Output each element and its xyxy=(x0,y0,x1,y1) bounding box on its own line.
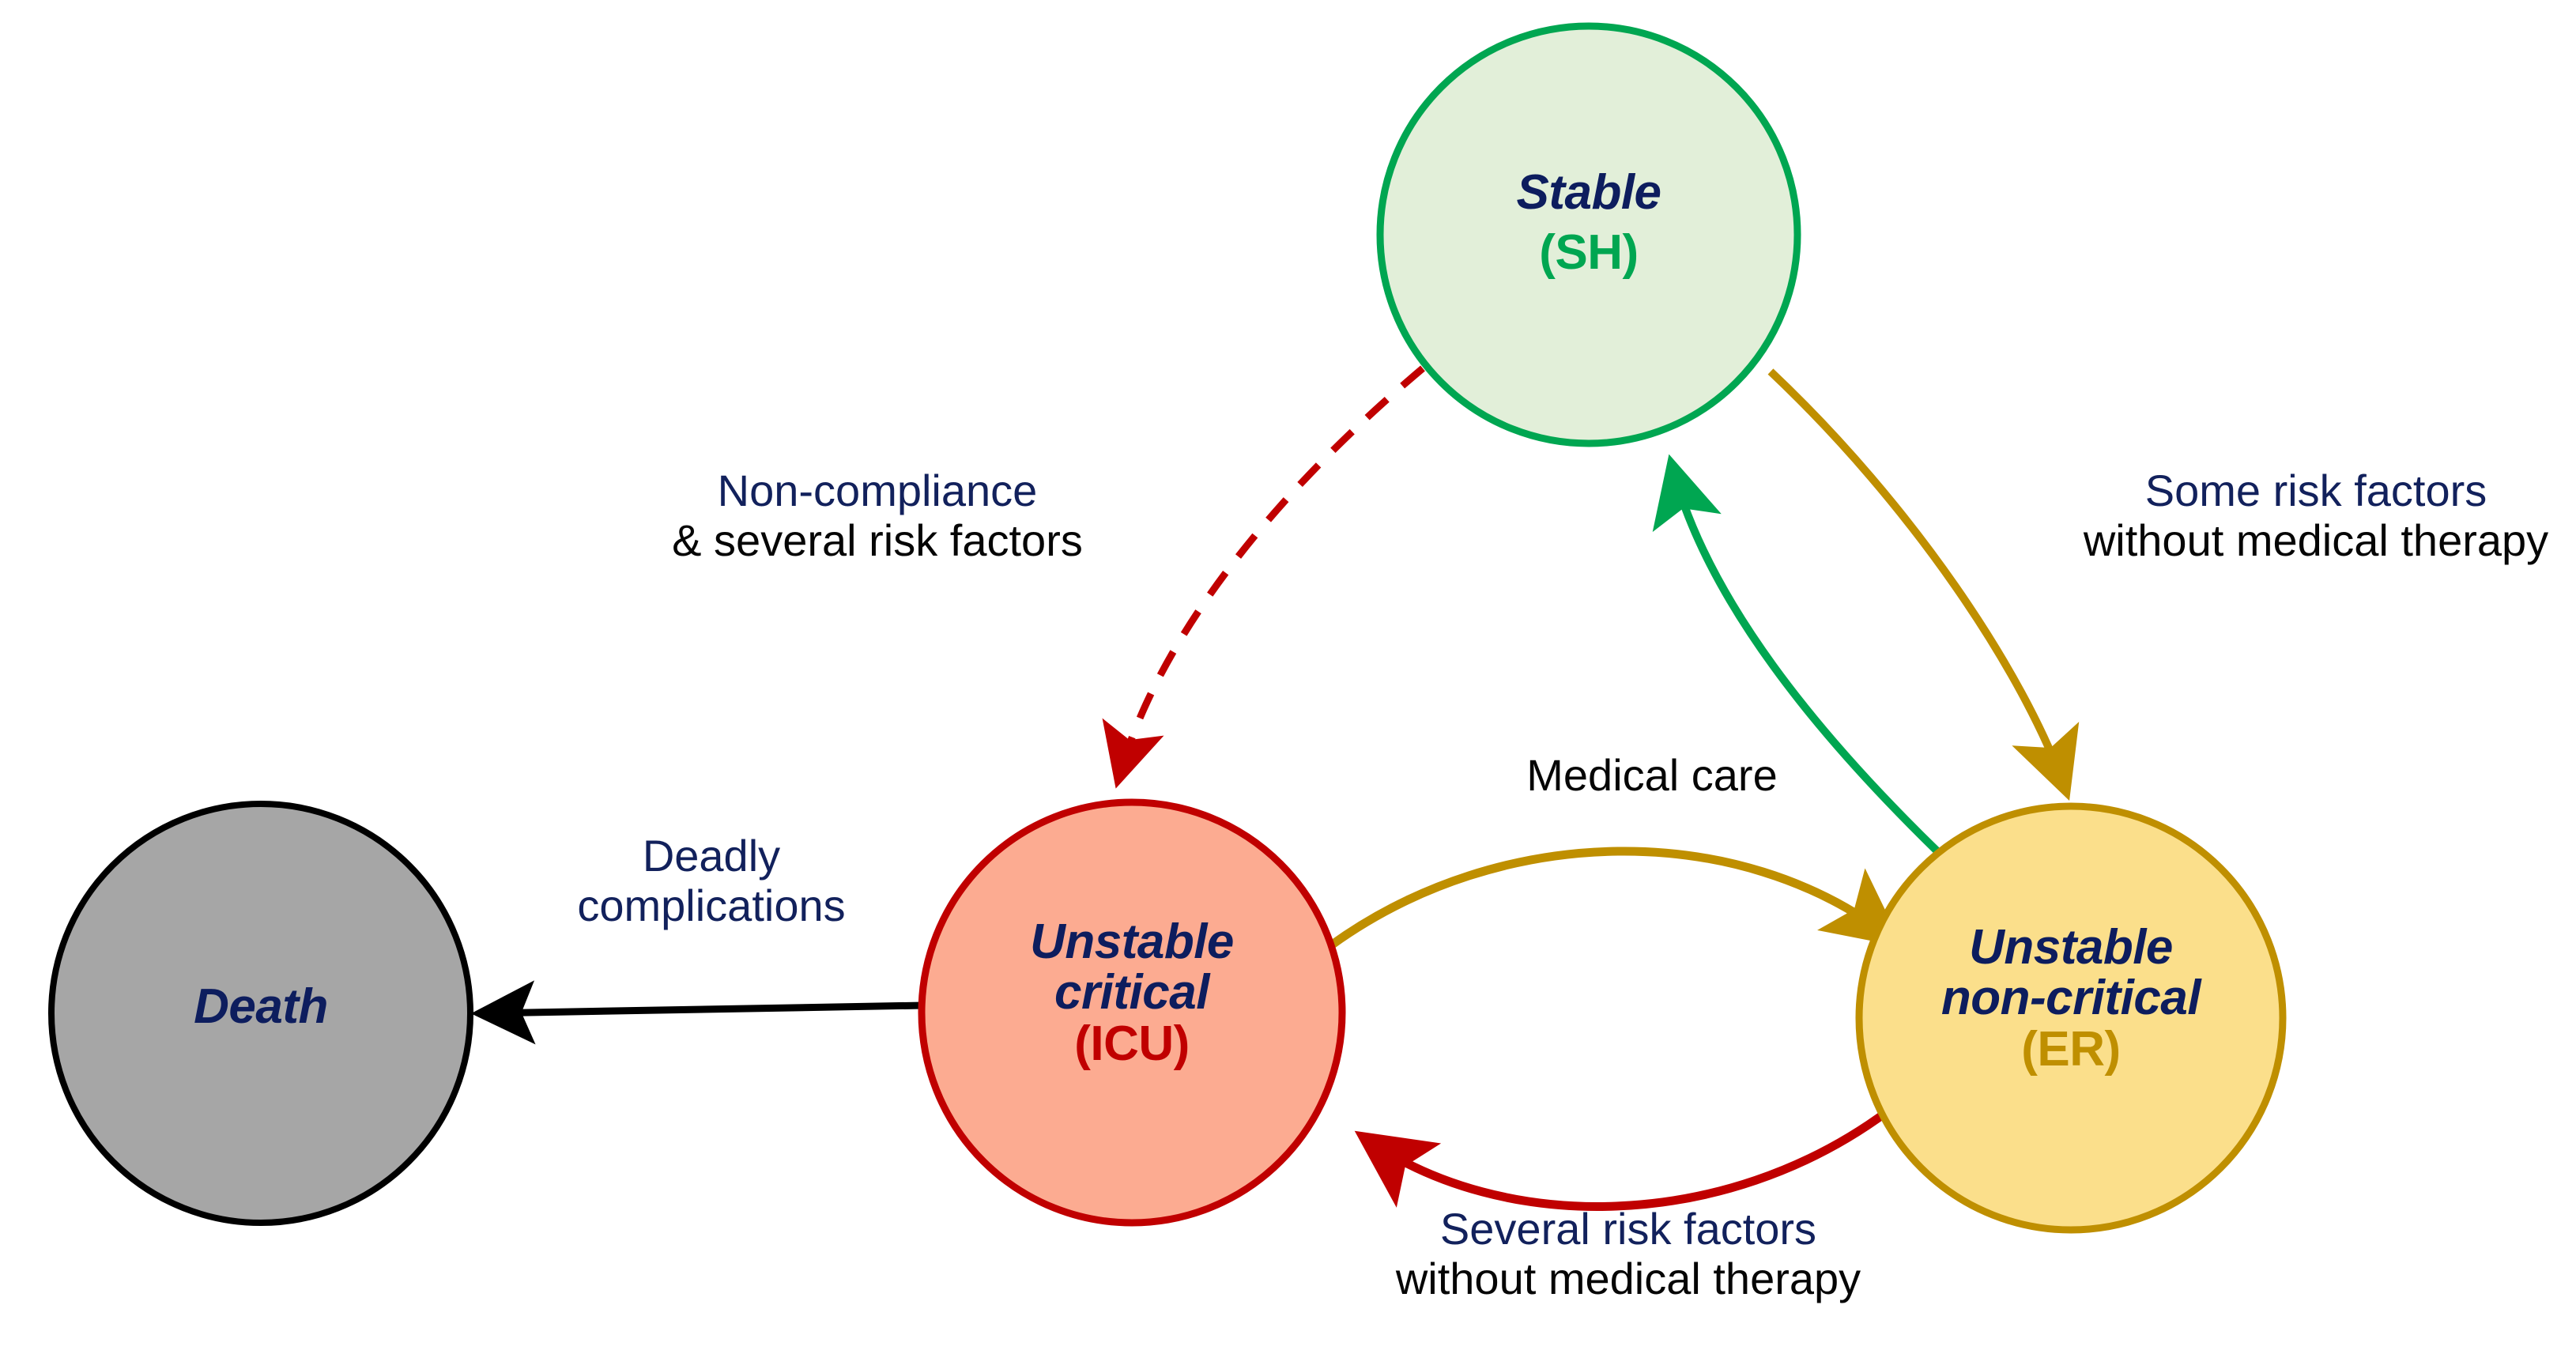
node-unstable-non-critical-er[interactable] xyxy=(1855,802,2287,1234)
edge-sh-to-icu xyxy=(1102,365,1425,789)
node-stable-sh[interactable] xyxy=(1376,22,1801,447)
edge-icu-to-er xyxy=(1328,847,1903,949)
node-unstable-critical-icu[interactable] xyxy=(918,798,1346,1227)
edge-er-to-sh xyxy=(1652,454,1941,855)
edge-icu-to-death xyxy=(470,980,924,1045)
node-death[interactable] xyxy=(48,801,473,1226)
edge-er-to-icu xyxy=(1354,1107,1891,1211)
edge-sh-to-er xyxy=(1767,368,2080,801)
